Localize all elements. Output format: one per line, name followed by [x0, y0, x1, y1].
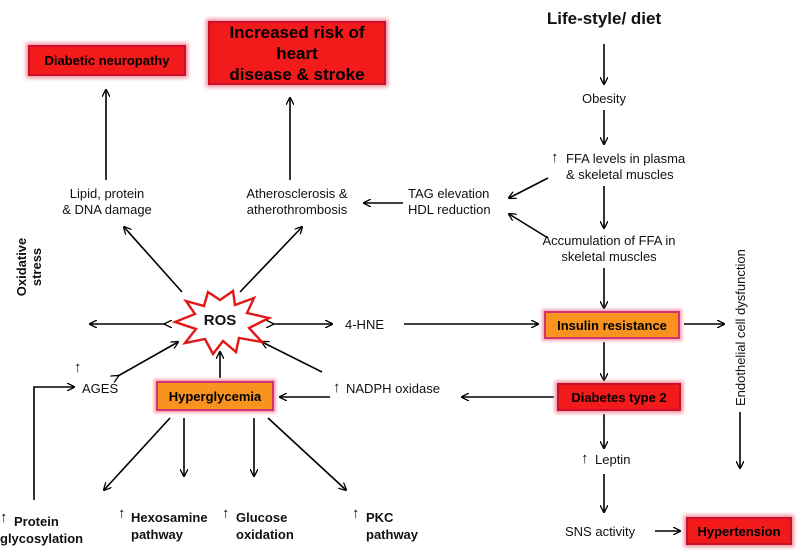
- hexosamine-up-arrow: ↑: [118, 505, 126, 522]
- insulin-resistance-box: Insulin resistance: [544, 311, 680, 339]
- pkc-line2: pathway: [366, 527, 419, 542]
- accum-line2: skeletal muscles: [561, 249, 657, 264]
- ages-up-arrow: ↑: [74, 359, 82, 376]
- accum-line1: Accumulation of FFA in: [542, 233, 676, 248]
- arrow-protein-ages: [33, 387, 74, 500]
- arrow-hyper-protein: [104, 417, 171, 490]
- sns-label: SNS activity: [565, 524, 636, 539]
- ffa-line1: FFA levels in plasma: [566, 151, 686, 166]
- hypertension-box: Hypertension: [686, 517, 792, 545]
- oxidative-stress-label: Oxidative stress: [14, 217, 44, 317]
- ages-label: AGES: [82, 381, 119, 396]
- leptin-up-arrow: ↑: [581, 450, 589, 467]
- hexosamine-line2: pathway: [131, 527, 184, 542]
- ffa-up-arrow: ↑: [551, 149, 559, 166]
- leptin-label: Leptin: [595, 452, 631, 467]
- pkc-line1: PKC: [366, 510, 394, 525]
- tag-line1: TAG elevation: [408, 186, 490, 201]
- nadph-label: NADPH oxidase: [346, 381, 440, 396]
- arrow-ages-ros: [118, 342, 178, 376]
- arrow-nadph-ros: [262, 342, 323, 373]
- glucose-line2: oxidation: [236, 527, 294, 542]
- diabetes-type2-label: Diabetes type 2: [571, 389, 667, 405]
- lifestyle-label: Life-style/ diet: [546, 9, 662, 28]
- protein-line2: glycosylation: [0, 531, 84, 546]
- insulin-resistance-label: Insulin resistance: [557, 317, 667, 333]
- diabetes-type2-box: Diabetes type 2: [557, 383, 681, 411]
- ros-starburst: [171, 288, 273, 357]
- heart-risk-line2: disease & stroke: [229, 64, 365, 84]
- athero-line2: atherothrombosis: [246, 202, 348, 217]
- protein-line1: Protein: [14, 514, 59, 529]
- hne-label: 4-HNE: [345, 317, 385, 332]
- ffa-line2: & skeletal muscles: [566, 167, 674, 182]
- obesity-label: Obesity: [581, 91, 627, 106]
- hyperglycemia-label: Hyperglycemia: [168, 388, 262, 404]
- diabetic-neuropathy-box: Diabetic neuropathy: [28, 45, 186, 76]
- glucose-up-arrow: ↑: [222, 505, 230, 522]
- lipid-line1: Lipid, protein: [69, 186, 145, 201]
- arrow-accum-tag: [509, 214, 549, 239]
- nadph-up-arrow: ↑: [333, 379, 341, 396]
- arrow-ros-athero: [239, 227, 302, 293]
- ros-label: ROS: [203, 312, 237, 329]
- glucose-line1: Glucose: [236, 510, 288, 525]
- arrow-hyper-pkc: [267, 417, 346, 490]
- diabetic-neuropathy-label: Diabetic neuropathy: [44, 53, 170, 68]
- heart-risk-box: Increased risk of heart disease & stroke: [208, 21, 386, 85]
- arrow-ffa-tag: [509, 177, 549, 198]
- oxidative-line2: stress: [29, 247, 44, 287]
- oxidative-line1: Oxidative: [14, 237, 29, 297]
- protein-up-arrow: ↑: [0, 509, 8, 526]
- pkc-up-arrow: ↑: [352, 505, 360, 522]
- hyperglycemia-box: Hyperglycemia: [156, 381, 274, 411]
- hexosamine-line1: Hexosamine: [131, 510, 208, 525]
- endothelial-label: Endothelial cell dysfunction: [733, 249, 748, 406]
- heart-risk-line1: Increased risk of heart: [229, 22, 365, 63]
- lipid-line2: & DNA damage: [62, 202, 152, 217]
- tag-line2: HDL reduction: [408, 202, 491, 217]
- hypertension-label: Hypertension: [697, 523, 781, 539]
- athero-line1: Atherosclerosis &: [246, 186, 348, 201]
- arrow-ros-lipid: [124, 227, 183, 293]
